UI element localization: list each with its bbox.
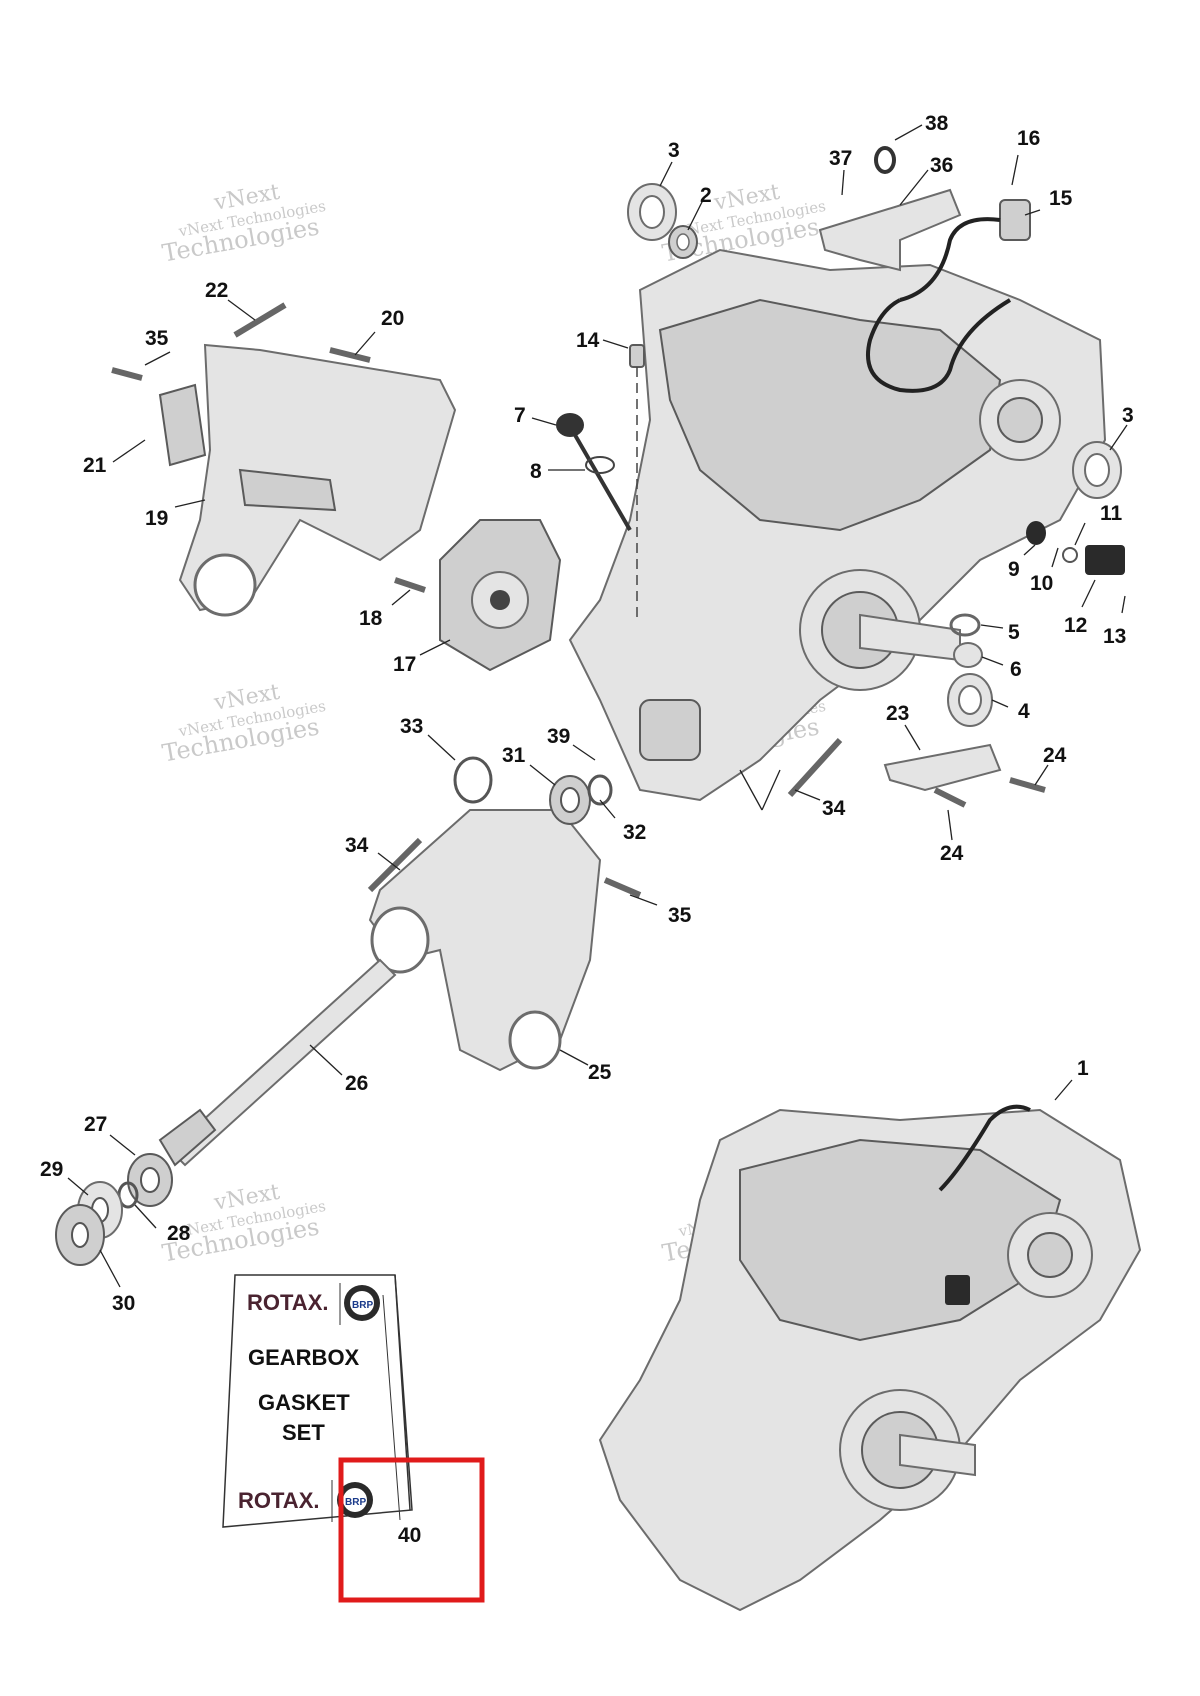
- callout-29: 29: [40, 1158, 63, 1181]
- bracket-plate: [818, 188, 962, 272]
- seal-3-top: [627, 183, 677, 241]
- rings-31-32-33: [453, 756, 613, 825]
- sensor-12: [1026, 521, 1125, 575]
- callout-12: 12: [1064, 614, 1087, 637]
- kit-title-line3: SET: [282, 1420, 325, 1445]
- bolts-34-35: [367, 737, 843, 898]
- callout-35: 35: [145, 327, 169, 350]
- callout-33: 33: [400, 715, 423, 738]
- callout-21: 21: [83, 454, 107, 477]
- callout-36: 36: [930, 154, 953, 177]
- callout-10: 10: [1030, 572, 1053, 595]
- callout-22: 22: [205, 279, 228, 302]
- brand-logo-bottom: ROTAX.: [238, 1488, 319, 1513]
- callout-25: 25: [588, 1061, 612, 1084]
- gasket-kit-40: ROTAX. BRP GEARBOX GASKET SET ROTAX. BRP: [222, 1274, 413, 1528]
- callout-34: 34: [822, 797, 846, 820]
- plug-6: [953, 642, 983, 668]
- bracket-23: [883, 743, 1046, 808]
- callout-8: 8: [530, 460, 542, 483]
- shaft-26: [158, 958, 397, 1167]
- callout-40: 40: [398, 1524, 421, 1547]
- plate-21: [158, 383, 207, 467]
- highlight-box: [338, 1457, 485, 1603]
- gearbox-assembly-1: [598, 1104, 1142, 1612]
- callout-11: 11: [1100, 502, 1123, 525]
- callout-4: 4: [1018, 700, 1030, 723]
- callout-1: 1: [1077, 1057, 1089, 1080]
- mount-bracket-19: [178, 343, 457, 617]
- lower-mount-25: [368, 809, 602, 1072]
- callout-5: 5: [1008, 621, 1020, 644]
- callout-20: 20: [381, 307, 404, 330]
- callout-14: 14: [576, 329, 600, 352]
- callout-34: 34: [345, 834, 369, 857]
- callout-28: 28: [167, 1222, 191, 1245]
- dipstick-7-8: [556, 413, 632, 532]
- kit-title-line1: GEARBOX: [248, 1345, 360, 1370]
- callout-13: 13: [1103, 625, 1126, 648]
- bolts-20-22-35: [111, 302, 371, 381]
- callout-18: 18: [359, 607, 383, 630]
- callout-30: 30: [112, 1292, 135, 1315]
- bolt-14: [629, 344, 645, 620]
- watermark: vNext vNext Technologies Technologies: [660, 180, 827, 268]
- callout-17: 17: [393, 653, 416, 676]
- callout-24: 24: [940, 842, 964, 865]
- callout-31: 31: [502, 744, 526, 767]
- callout-labels: 1 2 3 3 4 5 6 7 8 9 10 11 12 13 14 15 16…: [40, 112, 1134, 1547]
- watermark: vNext vNext Technologies Technologies: [160, 680, 327, 768]
- callout-23: 23: [886, 702, 909, 725]
- leader-lines: [67, 124, 1128, 1288]
- callout-38: 38: [925, 112, 949, 135]
- callout-32: 32: [623, 821, 646, 844]
- callout-16: 16: [1017, 127, 1040, 150]
- oring-5: [949, 613, 981, 637]
- brp-logo-top: BRP: [344, 1285, 380, 1321]
- svg-text:BRP: BRP: [352, 1300, 373, 1311]
- brp-logo-bottom: BRP: [337, 1482, 373, 1518]
- callout-24: 24: [1043, 744, 1067, 767]
- callout-37: 37: [829, 147, 852, 170]
- svg-text:BRP: BRP: [345, 1497, 366, 1508]
- callout-26: 26: [345, 1072, 368, 1095]
- seal-4: [947, 673, 993, 727]
- gearbox-housing-exploded: [568, 248, 1107, 802]
- callout-6: 6: [1010, 658, 1022, 681]
- callout-39: 39: [547, 725, 570, 748]
- callout-7: 7: [514, 404, 526, 427]
- callout-19: 19: [145, 507, 168, 530]
- seal-2: [668, 225, 698, 259]
- watermark: vNext vNext Technologies Technologies: [160, 1180, 327, 1268]
- callout-15: 15: [1049, 187, 1073, 210]
- ring-38: [874, 146, 896, 174]
- bearing-27: [127, 1153, 173, 1207]
- callout-35: 35: [668, 904, 692, 927]
- watermark: vNext vNext Technologies Technologies: [160, 180, 327, 268]
- kit-title-line2: GASKET: [258, 1390, 350, 1415]
- callout-2: 2: [700, 184, 712, 207]
- callout-3: 3: [1122, 404, 1134, 427]
- callout-3: 3: [668, 139, 680, 162]
- washer-29-30: [55, 1181, 123, 1266]
- callout-27: 27: [84, 1113, 107, 1136]
- brand-logo-top: ROTAX.: [247, 1290, 328, 1315]
- sensor-15: [899, 199, 1031, 302]
- seal-3-right: [1072, 441, 1122, 499]
- callout-9: 9: [1008, 558, 1020, 581]
- cover-17: [394, 519, 562, 672]
